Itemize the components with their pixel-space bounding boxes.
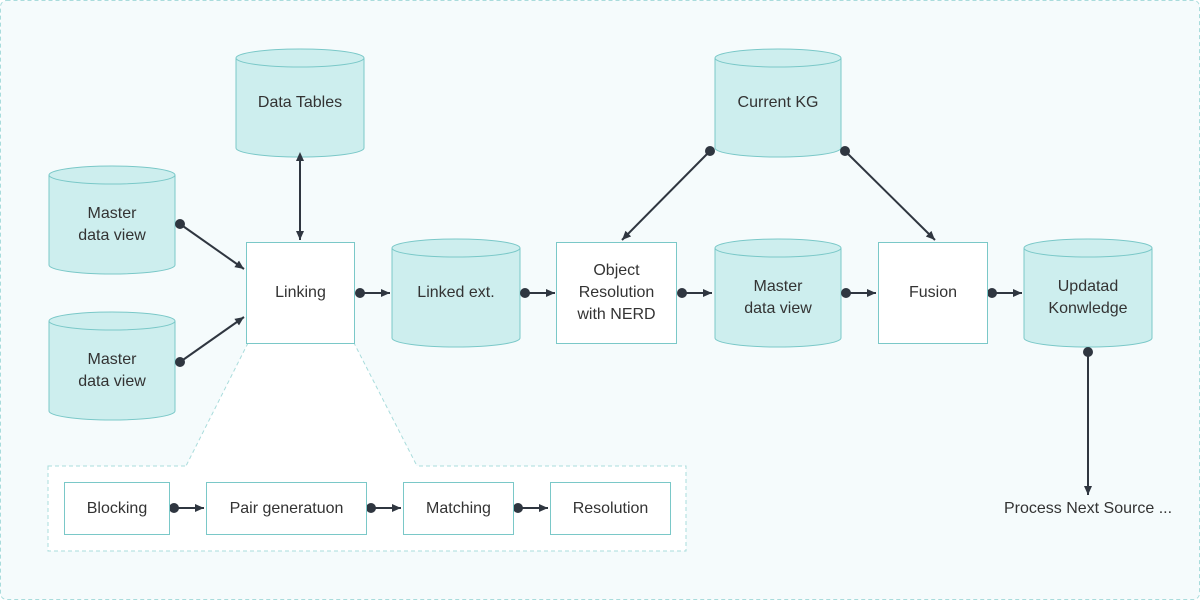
- arrow-master1-linking: [179, 223, 245, 270]
- master-view-3-label: Master data view: [744, 278, 812, 317]
- pair-generation-box[interactable]: [206, 482, 367, 535]
- matching-box[interactable]: [403, 482, 514, 535]
- fusion-box[interactable]: [878, 242, 988, 344]
- matching-label: Matching: [426, 499, 491, 517]
- object-resolution-box[interactable]: [556, 242, 677, 344]
- arrow-master2-linking: [179, 316, 245, 363]
- object-resolution-label: Object Resolution with NERD: [577, 262, 656, 323]
- updated-knowledge-label: Updatad Konwledge: [1048, 278, 1128, 317]
- pair-generation-label: Pair generatuon: [229, 499, 344, 517]
- current-kg-label: Current KG: [737, 94, 819, 111]
- blocking-box[interactable]: [64, 482, 170, 535]
- arrow-kg-objres: [621, 150, 711, 241]
- data-tables-label: Data Tables: [257, 94, 343, 111]
- master-view-2-label: Master data view: [78, 351, 146, 390]
- linked-ext-cylinder: [391, 238, 521, 348]
- master-view-1-label: Master data view: [78, 205, 146, 244]
- master-view-2-cylinder: [48, 311, 176, 421]
- master-view-1-cylinder: [48, 165, 176, 275]
- current-kg-cylinder: [714, 48, 842, 158]
- arrow-kg-fusion: [844, 150, 936, 241]
- blocking-label: Blocking: [86, 499, 148, 517]
- updated-knowledge-cylinder: [1023, 238, 1153, 348]
- next-source-label: Process Next Source ...: [1003, 500, 1173, 517]
- linked-ext-label: Linked ext.: [417, 284, 495, 301]
- linking-box[interactable]: [246, 242, 355, 344]
- resolution-box[interactable]: [550, 482, 671, 535]
- fusion-label: Fusion: [908, 284, 958, 301]
- resolution-label: Resolution: [572, 499, 649, 517]
- linking-label: Linking: [275, 284, 326, 301]
- master-view-3-cylinder: [714, 238, 842, 348]
